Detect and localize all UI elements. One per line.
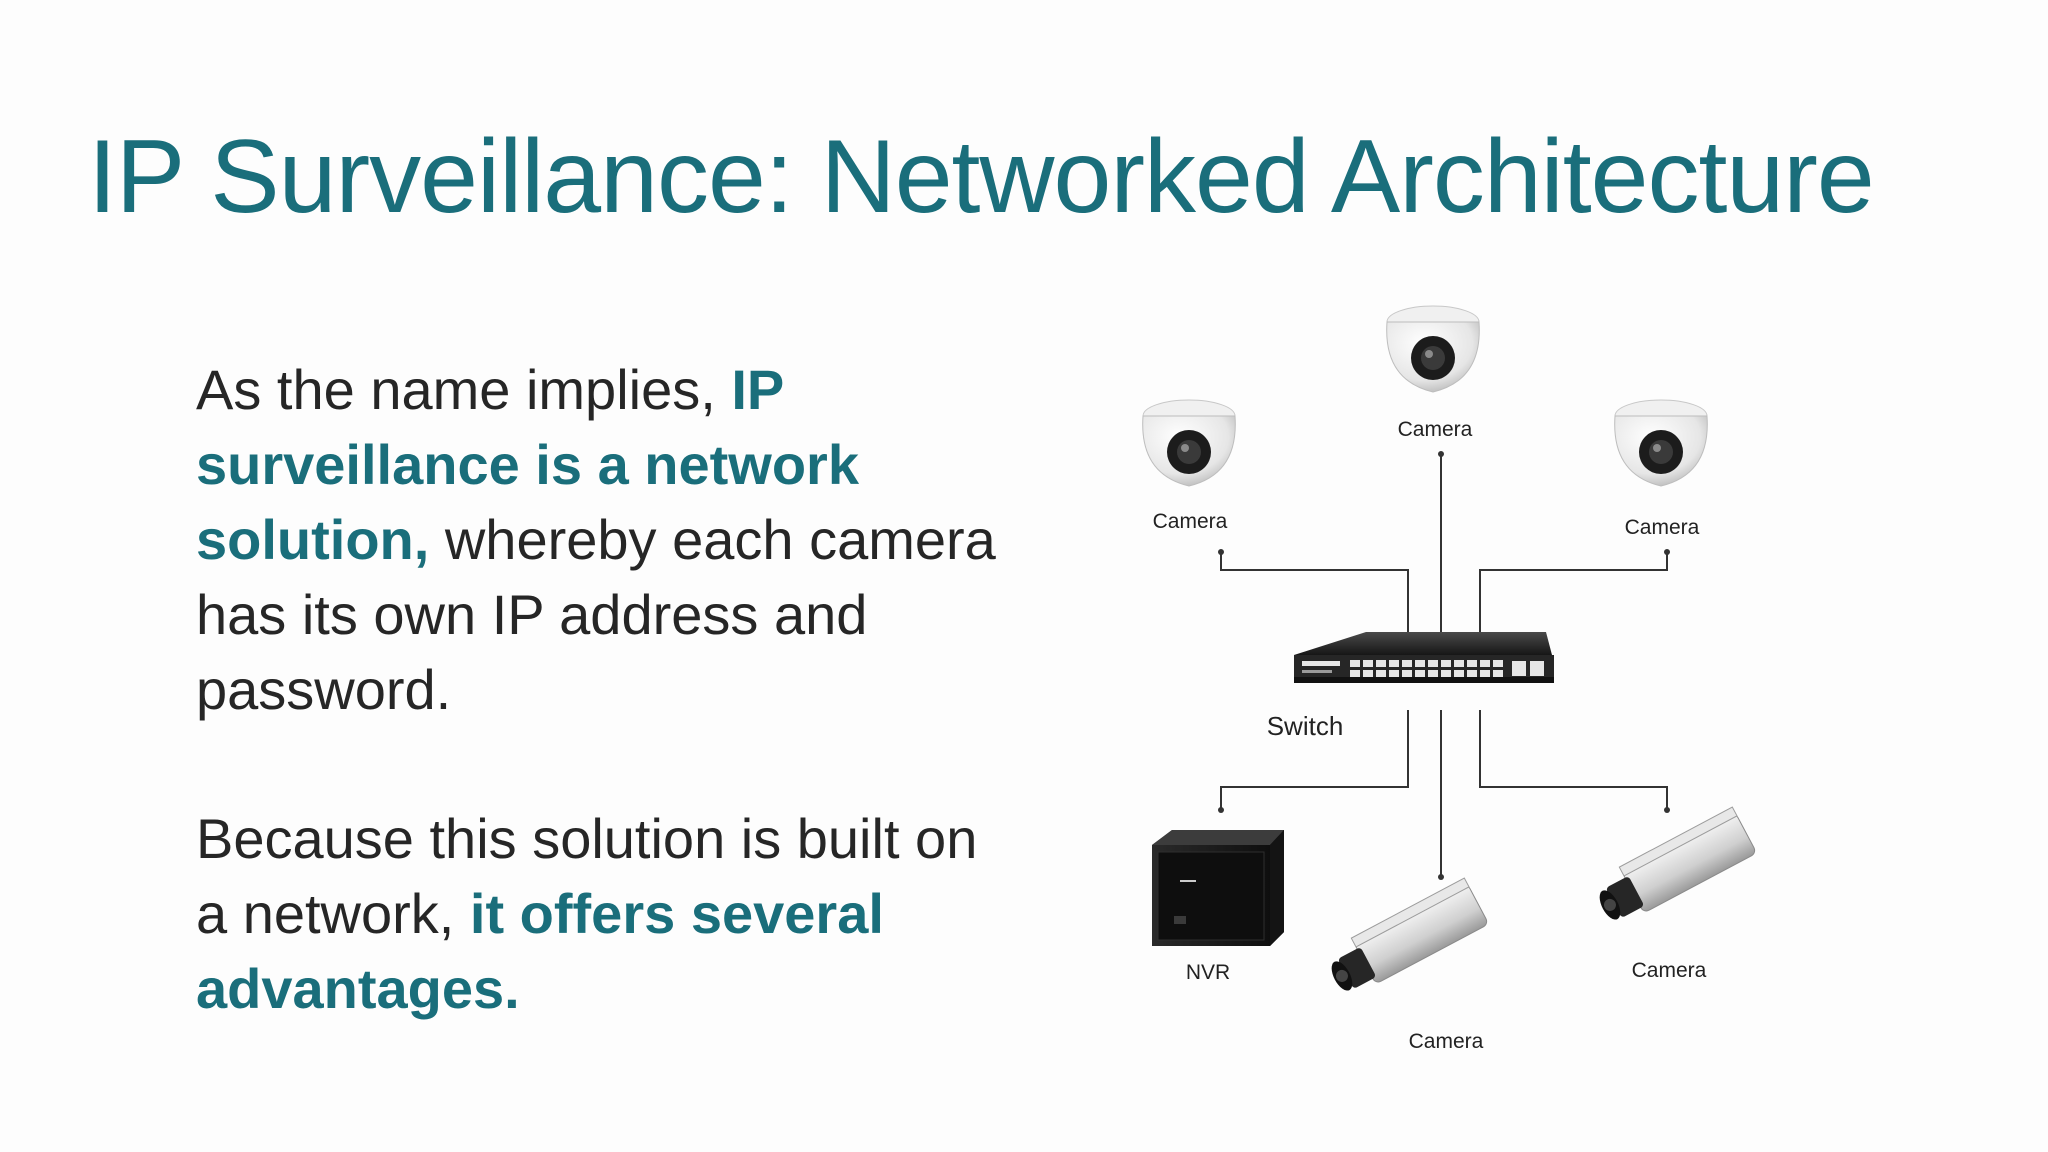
paragraph-1: As the name implies, IP surveillance is … — [196, 352, 996, 727]
camera-top-label: Camera — [1398, 418, 1473, 441]
network-diagram: Camera Camera Camera Switc — [1142, 305, 1756, 1053]
camera-bottom-label: Camera — [1409, 1030, 1484, 1053]
paragraph-2-highlight: it offers several advantages. — [196, 882, 884, 1020]
dome-camera-left-icon — [1142, 399, 1236, 487]
camera-left-label: Camera — [1153, 510, 1228, 533]
connector-lines — [1220, 454, 1668, 877]
paragraph-2-intro: Because this solution is built on a netw… — [196, 807, 978, 945]
line-camera-left — [1220, 552, 1409, 640]
bullet-camera-bottom-icon — [1331, 877, 1488, 991]
line-camera-right — [1479, 552, 1668, 640]
slide-title: IP Surveillance: Networked Architecture — [88, 119, 1875, 235]
dome-camera-top-icon — [1386, 305, 1480, 393]
dome-camera-right-icon — [1614, 399, 1708, 487]
line-nvr — [1220, 710, 1409, 810]
paragraph-1-intro: As the name implies, — [196, 358, 732, 421]
nvr-icon — [1152, 830, 1284, 946]
nvr-label: NVR — [1186, 961, 1230, 984]
bullet-camera-bottom-right-icon — [1599, 806, 1756, 920]
paragraph-1-highlight: IP surveillance is a network solution, — [196, 358, 859, 571]
connector-dots — [1218, 451, 1670, 880]
switch-label: Switch — [1267, 711, 1344, 741]
paragraph-2: Because this solution is built on a netw… — [196, 801, 996, 1026]
line-camera-bottom-right — [1479, 710, 1668, 810]
network-switch-icon — [1294, 632, 1554, 683]
paragraph-1-rest: whereby each camera has its own IP addre… — [196, 508, 996, 721]
camera-bottom-right-label: Camera — [1632, 959, 1707, 982]
camera-right-label: Camera — [1625, 516, 1700, 539]
